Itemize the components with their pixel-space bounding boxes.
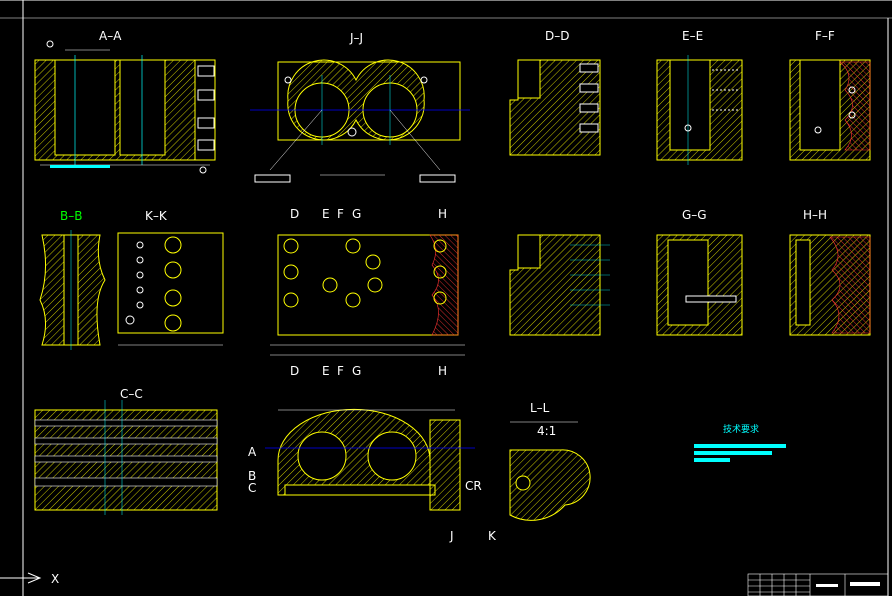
- view-kk[interactable]: K–K: [117, 209, 224, 346]
- view-front-bottom[interactable]: A B C CR J K: [248, 408, 497, 543]
- view-jj-label: J–J: [349, 31, 363, 45]
- mark-d-bottom: D: [290, 364, 299, 378]
- mark-f-bottom: F: [337, 364, 344, 378]
- view-hh-label: H–H: [803, 208, 827, 222]
- view-gg-label: G–G: [682, 208, 707, 222]
- view-cc[interactable]: C–C: [34, 387, 218, 515]
- view-ll-label: L–L: [530, 401, 550, 415]
- mark-g-top: G: [352, 207, 361, 221]
- view-bb-label: B–B: [60, 209, 82, 223]
- x-axis-label: X: [51, 572, 59, 586]
- view-aa[interactable]: A–A: [34, 29, 216, 174]
- view-gg[interactable]: G–G: [656, 208, 743, 336]
- mark-a-left: A: [248, 445, 257, 459]
- view-ff-label: F–F: [815, 29, 835, 43]
- mark-j: J: [449, 529, 454, 543]
- mark-b-left: B: [248, 469, 256, 483]
- tech-notes-title: 技术要求: [723, 423, 759, 435]
- view-ee[interactable]: E–E: [656, 29, 743, 165]
- view-kk-label: K–K: [145, 209, 168, 223]
- view-dd[interactable]: D–D: [509, 29, 601, 156]
- view-ee-label: E–E: [682, 29, 703, 43]
- ucs-axis-icon: X: [0, 572, 59, 586]
- view-aa-label: A–A: [99, 29, 122, 43]
- mark-d-top: D: [290, 207, 299, 221]
- view-plan[interactable]: D E F G H D E F G H: [270, 207, 465, 378]
- view-dd-label: D–D: [545, 29, 569, 43]
- mark-e-top: E: [322, 207, 330, 221]
- mark-h-top: H: [438, 207, 447, 221]
- mark-c-left: C: [248, 481, 256, 495]
- mark-k: K: [488, 529, 497, 543]
- view-jj[interactable]: J–J: [250, 31, 470, 183]
- mark-f-top: F: [337, 207, 344, 221]
- view-ff[interactable]: F–F: [789, 29, 871, 161]
- mark-e-bottom: E: [322, 364, 330, 378]
- view-ll-scale: 4:1: [537, 424, 556, 438]
- mark-h-bottom: H: [438, 364, 447, 378]
- view-bb[interactable]: B–B: [39, 209, 106, 350]
- view-cc-label: C–C: [120, 387, 143, 401]
- mark-g-bottom: G: [352, 364, 361, 378]
- title-block[interactable]: [747, 573, 889, 596]
- view-hh[interactable]: H–H: [789, 208, 871, 336]
- technical-requirements: 技术要求: [694, 423, 786, 462]
- view-ll[interactable]: L–L 4:1: [509, 401, 591, 521]
- mark-cr: CR: [465, 479, 482, 493]
- view-side-middle[interactable]: [509, 234, 610, 336]
